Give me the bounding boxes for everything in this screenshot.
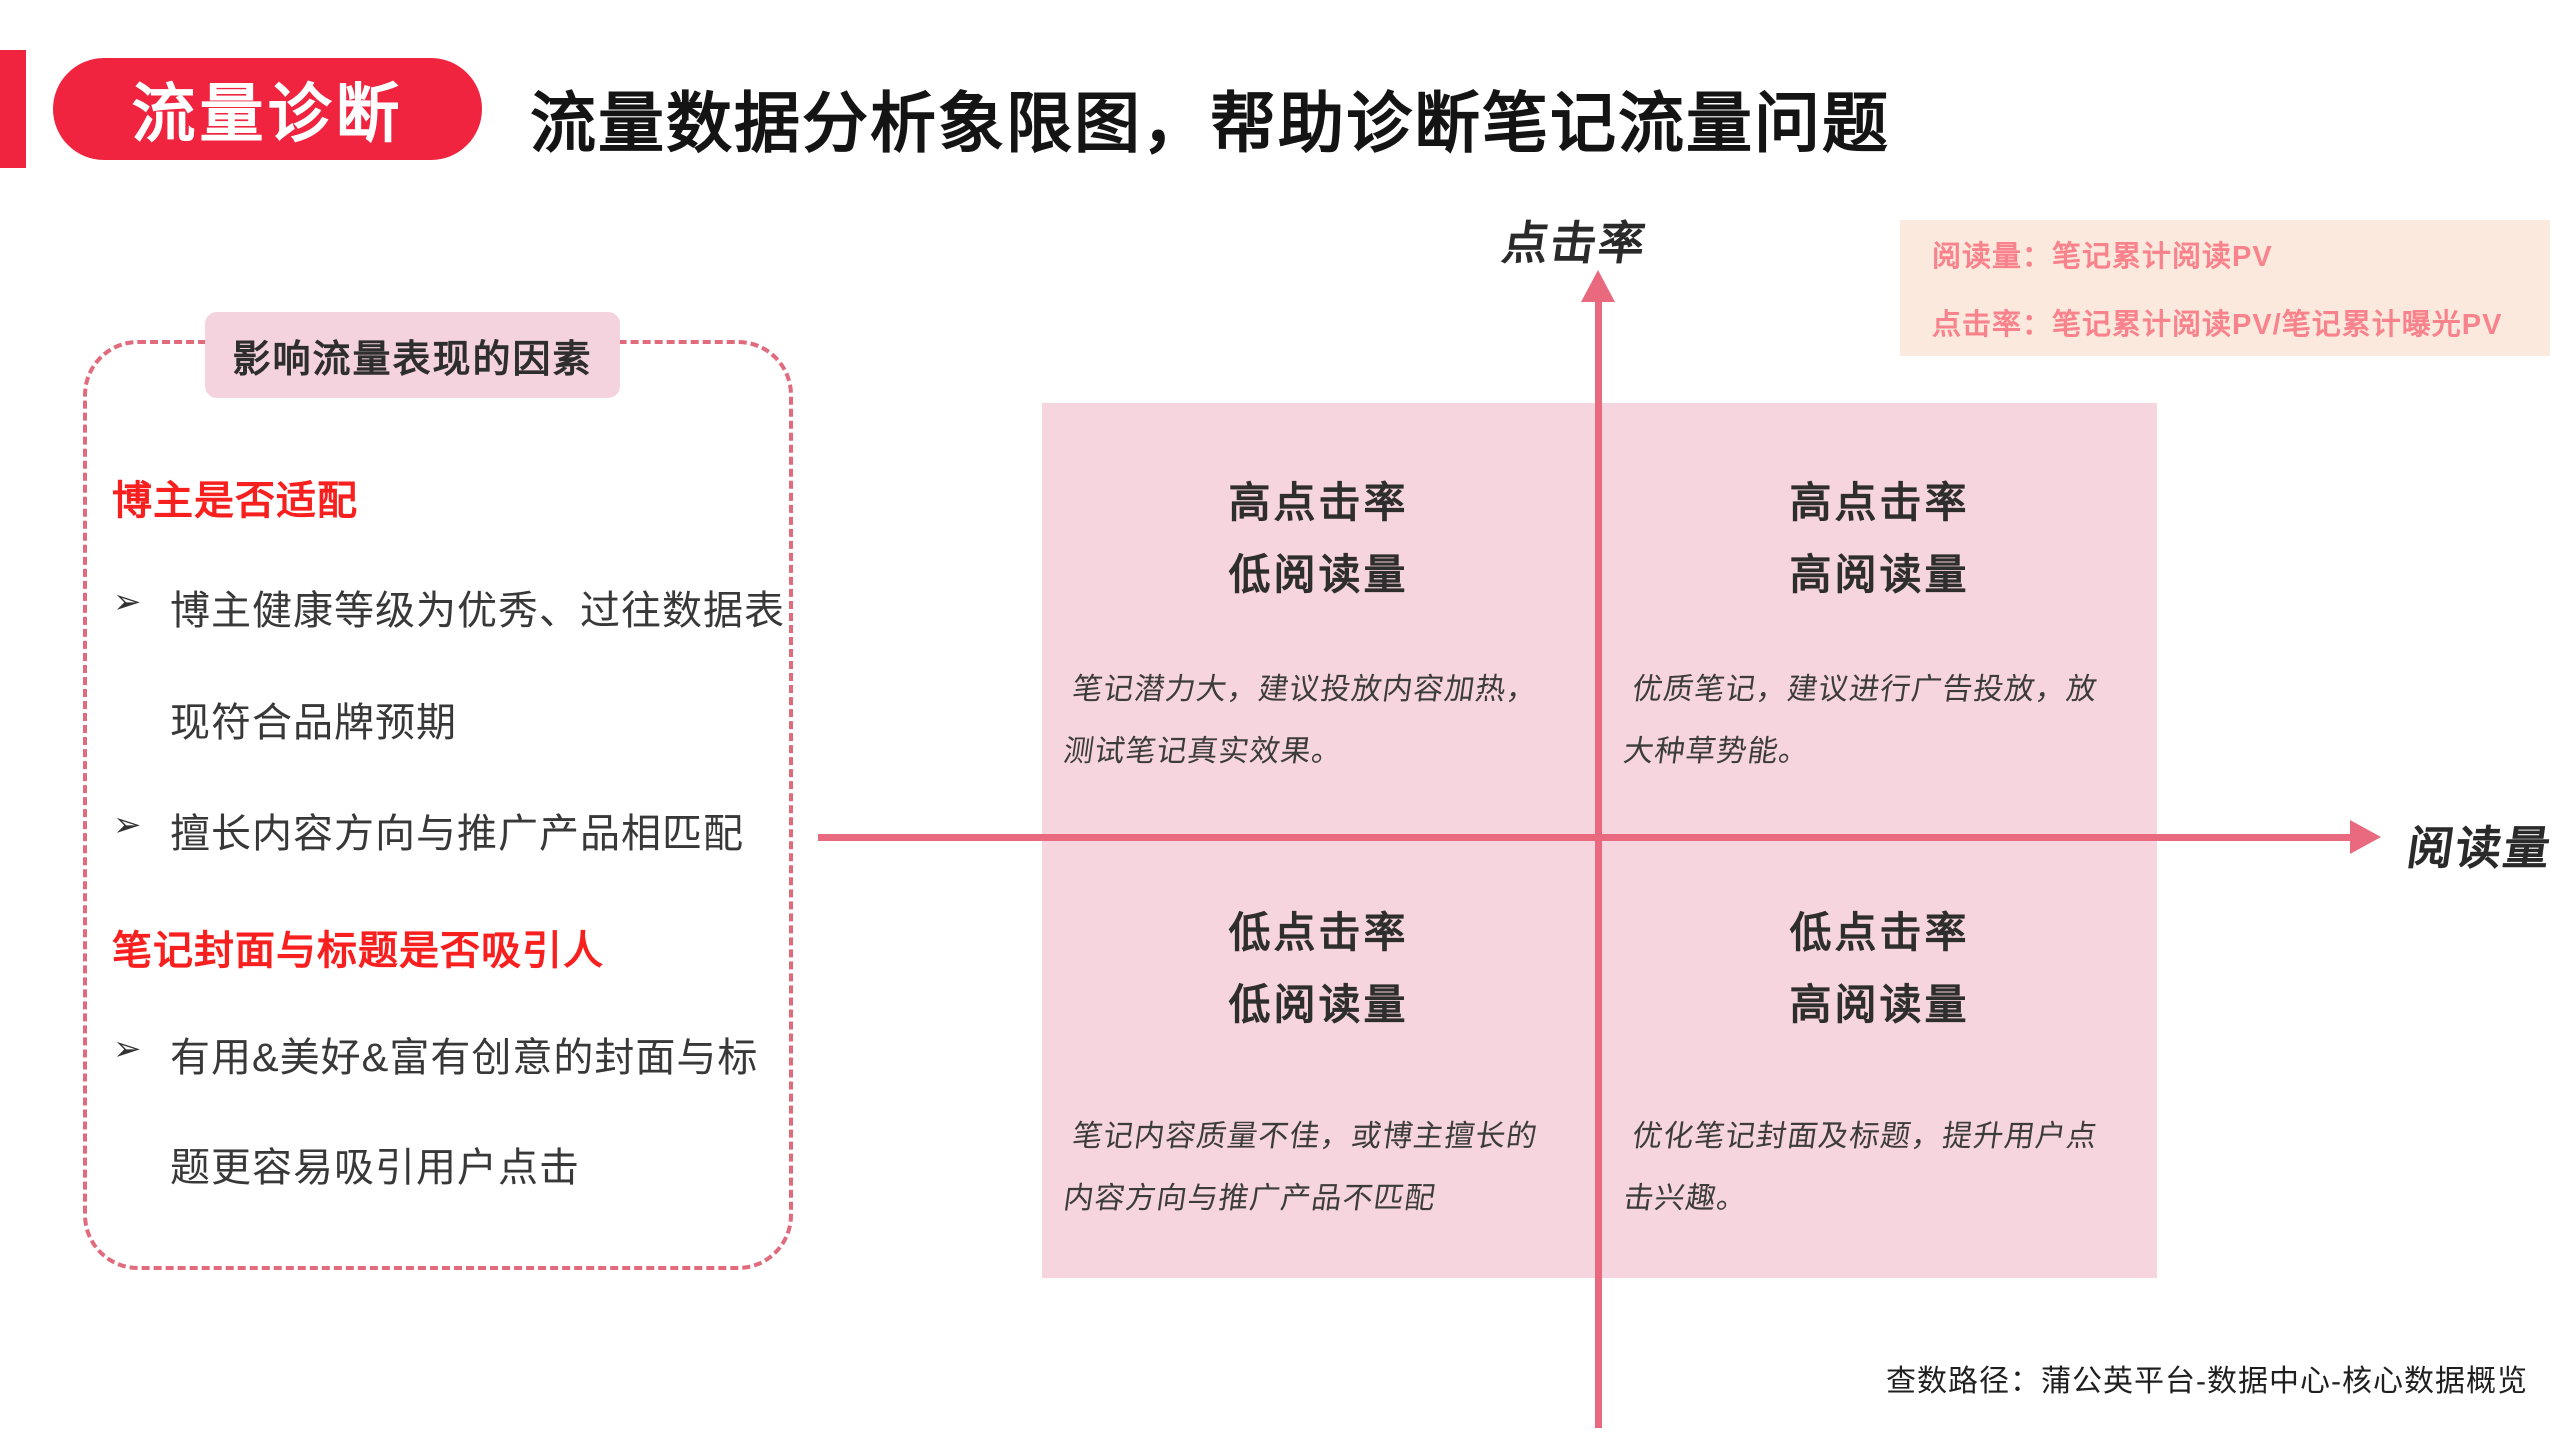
quadrant-title: 高点击率 高阅读量: [1602, 467, 2157, 611]
quadrant-description: 优化笔记封面及标题，提升用户点击兴趣。: [1621, 1120, 2100, 1215]
quadrant-title: 低点击率 高阅读量: [1602, 897, 2157, 1041]
quadrant-top-right: 高点击率 高阅读量 优质笔记，建议进行广告投放，放大种草势能。: [1602, 403, 2157, 783]
quadrant-title-line2: 低阅读量: [1228, 551, 1409, 598]
data-path-note: 查数路径：蒲公英平台-数据中心-核心数据概览: [1886, 1365, 2528, 1398]
section-badge: 流量诊断: [53, 58, 482, 160]
quadrant-top-left: 高点击率 低阅读量 笔记潜力大，建议投放内容加热，测试笔记真实效果。: [1042, 403, 1595, 783]
quadrant-title-line1: 高点击率: [1228, 479, 1409, 526]
x-axis-line: [818, 834, 2350, 841]
factor-bullet-creative-cover-line2: 题更容易吸引用户点击: [170, 1146, 580, 1190]
quadrant-bottom-left: 低点击率 低阅读量 笔记内容质量不佳，或博主擅长的内容方向与推广产品不匹配: [1042, 842, 1595, 1230]
factors-panel-tab: 影响流量表现的因素: [205, 312, 620, 398]
factor-heading-cover-title: 笔记封面与标题是否吸引人: [112, 929, 604, 973]
quadrant-title-line1: 高点击率: [1789, 479, 1970, 526]
x-axis-label: 阅读量: [2403, 822, 2556, 874]
left-accent-bar: [0, 50, 26, 168]
quadrant-bottom-right: 低点击率 高阅读量 优化笔记封面及标题，提升用户点击兴趣。: [1602, 842, 2157, 1230]
bullet-arrow-icon: ➢: [113, 1030, 142, 1068]
definition-read-volume: 阅读量：笔记累计阅读PV: [1932, 241, 2273, 273]
bullet-arrow-icon: ➢: [113, 583, 142, 621]
y-axis-arrow-icon: [1581, 270, 1615, 302]
quadrant-title-line1: 低点击率: [1789, 909, 1970, 956]
factor-bullet-blogger-health-line1: 博主健康等级为优秀、过往数据表: [170, 589, 785, 633]
quadrant-description: 笔记潜力大，建议投放内容加热，测试笔记真实效果。: [1061, 673, 1540, 768]
quadrant-title-line2: 高阅读量: [1789, 551, 1970, 598]
factor-heading-blogger-fit: 博主是否适配: [112, 479, 358, 523]
section-badge-label: 流量诊断: [131, 78, 404, 150]
factor-bullet-content-match: 擅长内容方向与推广产品相匹配: [170, 812, 744, 856]
page-title: 流量数据分析象限图，帮助诊断笔记流量问题: [530, 86, 1890, 160]
metric-definitions-box: 阅读量：笔记累计阅读PV 点击率：笔记累计阅读PV/笔记累计曝光PV: [1900, 220, 2550, 356]
x-axis-arrow-icon: [2350, 820, 2381, 854]
factor-bullet-blogger-health-line2: 现符合品牌预期: [170, 701, 457, 745]
quadrant-description: 优质笔记，建议进行广告投放，放大种草势能。: [1621, 673, 2100, 768]
quadrant-title: 低点击率 低阅读量: [1042, 897, 1595, 1041]
definition-click-rate: 点击率：笔记累计阅读PV/笔记累计曝光PV: [1932, 309, 2503, 341]
factors-panel-title: 影响流量表现的因素: [232, 338, 593, 381]
bullet-arrow-icon: ➢: [113, 806, 142, 844]
y-axis-label: 点击率: [1498, 217, 1651, 269]
quadrant-description: 笔记内容质量不佳，或博主擅长的内容方向与推广产品不匹配: [1061, 1120, 1540, 1215]
quadrant-title: 高点击率 低阅读量: [1042, 467, 1595, 611]
quadrant-title-line2: 高阅读量: [1789, 981, 1970, 1028]
factor-bullet-creative-cover-line1: 有用&美好&富有创意的封面与标: [170, 1036, 759, 1080]
quadrant-title-line1: 低点击率: [1228, 909, 1409, 956]
quadrant-title-line2: 低阅读量: [1228, 981, 1409, 1028]
y-axis-line: [1595, 298, 1602, 1428]
